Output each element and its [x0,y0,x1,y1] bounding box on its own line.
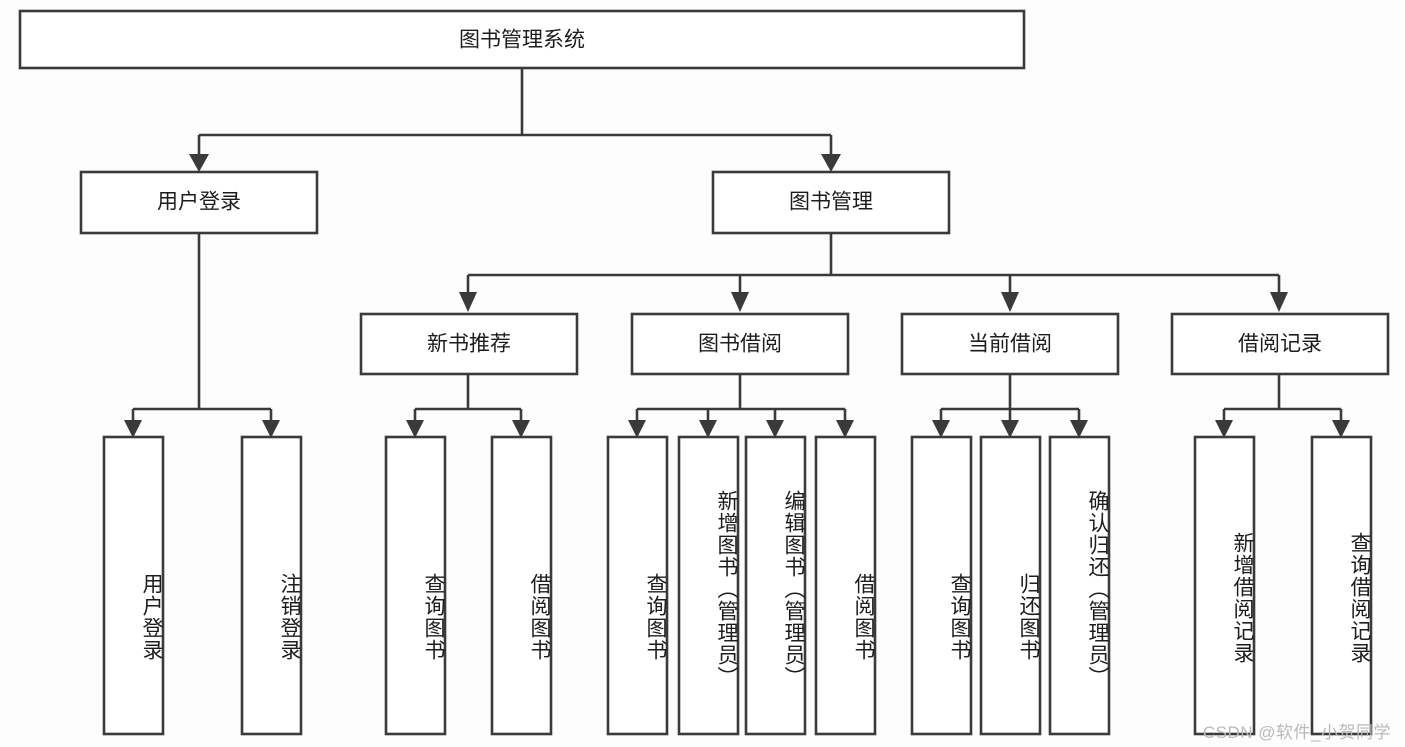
link-book-manage-bus [466,233,1281,294]
arrow-to-book-borrow [731,292,749,312]
node-book-borrow[interactable]: 图书借阅 [630,312,850,376]
node-new-book-rec[interactable]: 新书推荐 [359,312,579,376]
arrow-to-current-borrow [1001,292,1019,312]
node-leaf-add-record-box[interactable] [1193,435,1256,736]
arrow-to-leaf-return-book [1001,420,1019,438]
node-borrow-record-box[interactable] [1170,312,1390,376]
csdn-watermark: CSDN @软件_小贺同学 [1202,723,1391,742]
arrow-to-leaf-confirm-return [1070,420,1088,438]
arrow-to-borrow-record [1270,292,1288,312]
node-user-login-box[interactable] [79,170,319,235]
node-book-manage-box[interactable] [711,170,951,235]
arrow-to-leaf-borrow-book-1 [512,420,530,438]
arrow-to-leaf-add-record [1215,420,1233,438]
link-current-borrow-bus [939,374,1081,424]
link-book-borrow-bus [635,374,847,424]
node-leaf-logout-box[interactable] [240,435,303,736]
node-leaf-query-book-1-box[interactable] [384,435,447,736]
arrow-to-leaf-borrow-book-2 [836,420,854,438]
node-leaf-borrow-book-1-box[interactable] [490,435,553,736]
link-borrow-record-bus [1222,374,1343,424]
node-leaf-edit-book-box[interactable] [744,435,807,736]
link-user-login-bus [131,233,273,424]
node-leaf-user-login-box[interactable] [102,435,165,736]
node-current-borrow[interactable]: 当前借阅 [900,312,1120,376]
node-current-borrow-label: 当前借阅 [968,333,1052,356]
arrow-to-leaf-query-book-2 [628,420,646,438]
arrow-to-leaf-query-book-3 [932,420,950,438]
connector-group [124,68,1350,438]
node-leaf-add-book-box[interactable] [677,435,740,736]
node-new-book-rec-label: 新书推荐 [427,333,511,356]
node-borrow-record[interactable]: 借阅记录 [1170,312,1390,376]
arrow-to-leaf-edit-book [766,420,784,438]
node-user-login[interactable]: 用户登录 [79,170,319,235]
node-root[interactable]: 图书管理系统 [18,9,1026,70]
node-user-login-label: 用户登录 [157,191,241,214]
node-root-label: 图书管理系统 [459,29,585,52]
arrow-to-leaf-add-book [699,420,717,438]
node-book-manage-label: 图书管理 [789,191,873,214]
node-current-borrow-box[interactable] [900,312,1120,376]
node-borrow-record-label: 借阅记录 [1238,333,1322,356]
arrow-to-user-login [189,154,209,172]
node-new-book-rec-box[interactable] [359,312,579,376]
arrow-to-book-manage [821,154,841,172]
link-root-bus [197,68,833,156]
arrow-to-leaf-user-login [124,420,142,438]
node-root-box[interactable] [18,9,1026,70]
node-leaf-borrow-book-2-box[interactable] [814,435,877,736]
link-new-book-rec-bus [413,374,523,424]
arrow-to-new-book-rec [459,292,477,312]
arrow-to-leaf-query-record [1332,420,1350,438]
node-leaf-confirm-return-box[interactable] [1048,435,1111,736]
arrow-to-leaf-query-book-1 [406,420,424,438]
node-leaf-query-book-2-box[interactable] [606,435,669,736]
node-leaf-query-record-box[interactable] [1310,435,1373,736]
node-book-borrow-box[interactable] [630,312,850,376]
node-book-manage[interactable]: 图书管理 [711,170,951,235]
arrow-to-leaf-logout [262,420,280,438]
node-leaf-query-book-3-box[interactable] [910,435,973,736]
node-leaf-return-book-box[interactable] [979,435,1042,736]
node-book-borrow-label: 图书借阅 [698,333,782,356]
